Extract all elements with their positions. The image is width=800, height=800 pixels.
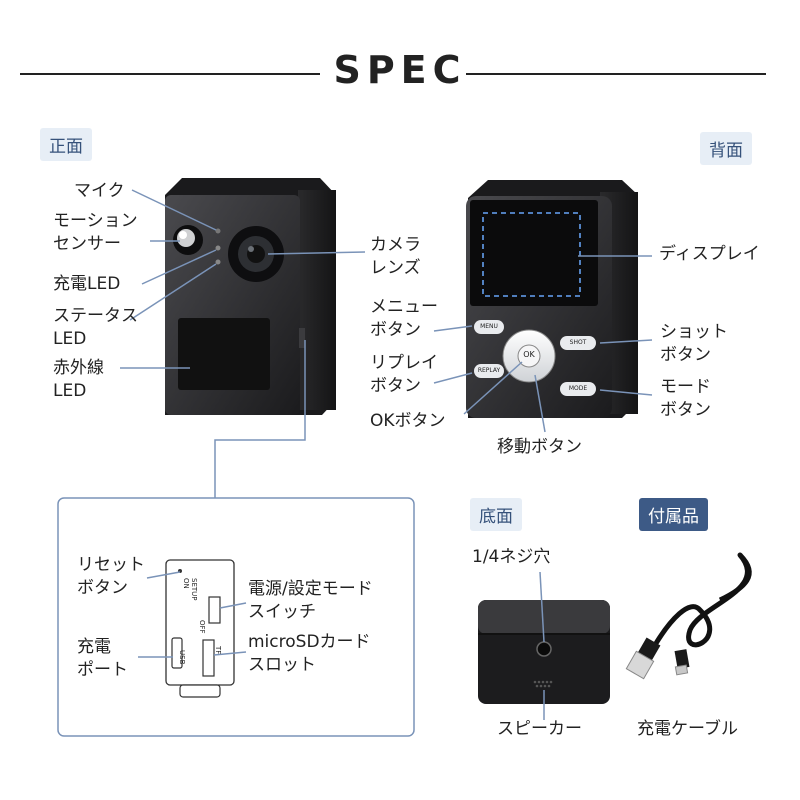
label-move-button: 移動ボタン: [497, 437, 582, 457]
replay-button-shape: REPLAY: [474, 364, 504, 378]
usb-mark: USB: [178, 650, 186, 665]
label-tripod-hole: 1/4ネジ穴: [472, 547, 551, 567]
charge-led-dot: [215, 245, 221, 251]
shot-button-shape: SHOT: [560, 336, 596, 350]
tripod-hole: [536, 641, 552, 657]
camera-side-panel: [298, 190, 336, 410]
page-title: SPEC: [333, 48, 467, 92]
label-mode-button: モード ボタン: [660, 377, 711, 420]
menu-button-shape: MENU: [474, 320, 504, 334]
side-detail-box: [57, 497, 415, 737]
label-speaker: スピーカー: [497, 719, 582, 739]
label-display: ディスプレイ: [659, 244, 760, 264]
charge-cable-icon: [625, 552, 752, 680]
switch-mark-off: OFF: [198, 620, 206, 634]
switch-mark-setup: SETUP: [190, 578, 198, 601]
ok-button-text: OK: [523, 350, 535, 359]
tf-slot-shape: [202, 639, 215, 677]
side-slot: [299, 328, 305, 348]
front-camera: [165, 178, 336, 415]
label-power-switch: 電源/設定モード スイッチ: [248, 579, 373, 622]
mic-hole: [215, 228, 221, 234]
title-rule-right: [466, 73, 766, 75]
label-microsd-slot: microSDカード スロット: [248, 632, 371, 675]
label-mic: マイク: [74, 181, 125, 201]
label-status-led: ステータス LED: [53, 306, 138, 349]
usb-port-shape: [171, 637, 183, 669]
bottom-view: [478, 600, 610, 704]
label-motion-sensor: モーション センサー: [53, 211, 138, 254]
label-replay-button: リプレイ ボタン: [370, 353, 438, 396]
bottom-leader-lines: [539, 571, 545, 720]
label-camera-lens: カメラ レンズ: [370, 235, 421, 278]
display-screen: [470, 200, 598, 306]
ok-pad: [517, 344, 541, 368]
side-leader-lines: [138, 571, 247, 658]
power-switch-shape: [208, 596, 221, 624]
mode-button-shape: MODE: [560, 382, 596, 396]
title-rule-left: [20, 73, 320, 75]
switch-mark-on: ON: [182, 578, 190, 589]
label-ok-button: OKボタン: [370, 411, 446, 431]
label-charge-port: 充電 ポート: [77, 637, 128, 680]
display-outline: [482, 212, 581, 297]
section-tag-accessories: 付属品: [639, 498, 708, 531]
speaker-grille: [533, 680, 553, 688]
back-leader-lines: [433, 255, 653, 433]
label-shot-button: ショット ボタン: [660, 322, 728, 365]
section-tag-bottom: 底面: [470, 498, 522, 531]
section-tag-back: 背面: [700, 132, 752, 165]
label-charge-led: 充電LED: [53, 274, 121, 294]
tf-mark: TF: [214, 646, 222, 655]
label-reset-button: リセット ボタン: [77, 555, 145, 598]
back-camera: [466, 180, 638, 418]
label-ir-led: 赤外線 LED: [53, 358, 104, 401]
label-charge-cable: 充電ケーブル: [637, 719, 738, 739]
side-panel-drawing: [165, 559, 235, 698]
ir-led-window: [178, 318, 270, 390]
section-tag-front: 正面: [40, 128, 92, 161]
label-menu-button: メニュー ボタン: [370, 297, 438, 340]
front-leader-lines: [120, 189, 366, 498]
status-led-dot: [215, 259, 221, 265]
